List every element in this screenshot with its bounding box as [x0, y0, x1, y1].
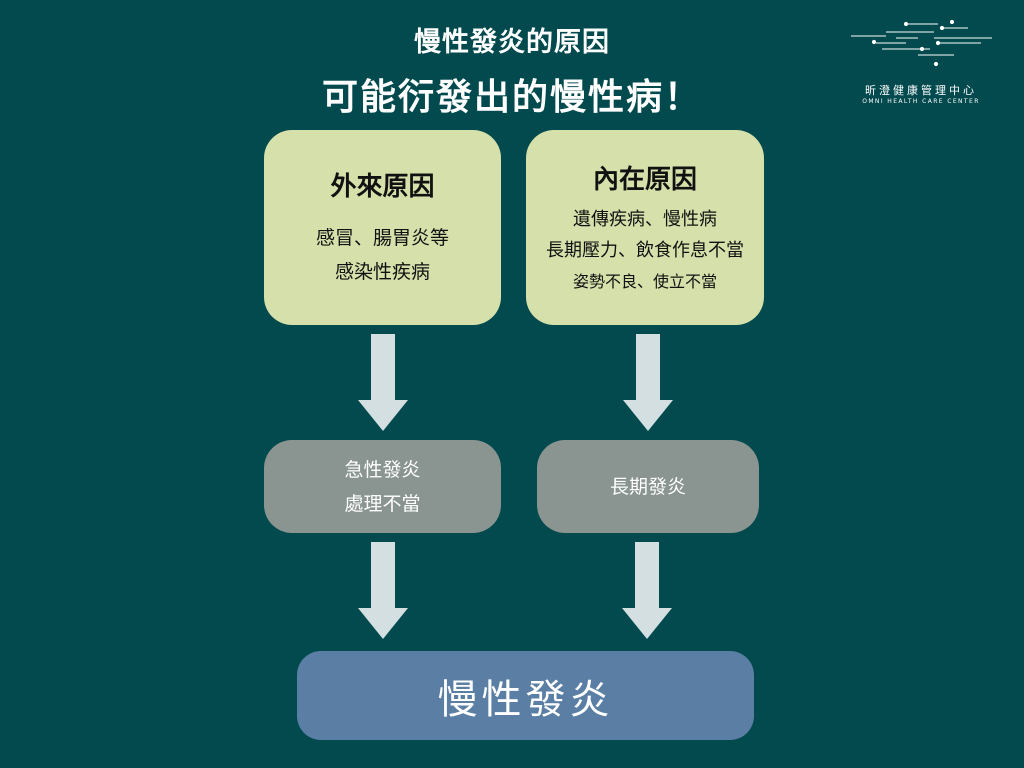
title-line-1: 慢性發炎的原因 — [414, 27, 610, 58]
internal-cause-line: 遺傳疾病、慢性病 — [573, 208, 717, 230]
down-arrow-icon — [622, 542, 672, 639]
internal-cause-line: 姿勢不良、使立不當 — [572, 271, 717, 291]
external-causes-title: 外來原因 — [330, 172, 435, 202]
longterm-inflammation-box: 長期發炎 — [537, 440, 759, 533]
logo-name: 昕澄健康管理中心 — [865, 84, 977, 97]
logo-lines-icon — [851, 19, 992, 67]
result-label: 慢性發炎 — [437, 676, 614, 723]
external-cause-line: 感染性疾病 — [334, 261, 430, 283]
internal-causes-title: 內在原因 — [592, 164, 697, 195]
external-causes-box: 外來原因 感冒、腸胃炎等 感染性疾病 — [264, 130, 501, 325]
down-arrow-icon — [358, 334, 408, 431]
chronic-inflammation-box: 慢性發炎 — [297, 651, 754, 740]
internal-cause-line: 長期壓力、飲食作息不當 — [546, 239, 744, 261]
logo-name-en: OMNI HEALTH CARE CENTER — [862, 98, 980, 105]
internal-causes-box: 內在原因 遺傳疾病、慢性病 長期壓力、飲食作息不當 姿勢不良、使立不當 — [526, 130, 764, 325]
title-line-2: 可能衍發出的慢性病！ — [321, 77, 702, 118]
down-arrow-icon — [623, 334, 673, 431]
acute-line: 處理不當 — [344, 492, 421, 515]
acute-line: 急性發炎 — [344, 458, 421, 481]
longterm-label: 長期發炎 — [609, 475, 686, 498]
company-logo: 昕澄健康管理中心 OMNI HEALTH CARE CENTER — [846, 18, 996, 113]
acute-inflammation-box: 急性發炎 處理不當 — [264, 440, 501, 533]
external-cause-line: 感冒、腸胃炎等 — [315, 227, 449, 249]
down-arrow-icon — [358, 542, 408, 639]
